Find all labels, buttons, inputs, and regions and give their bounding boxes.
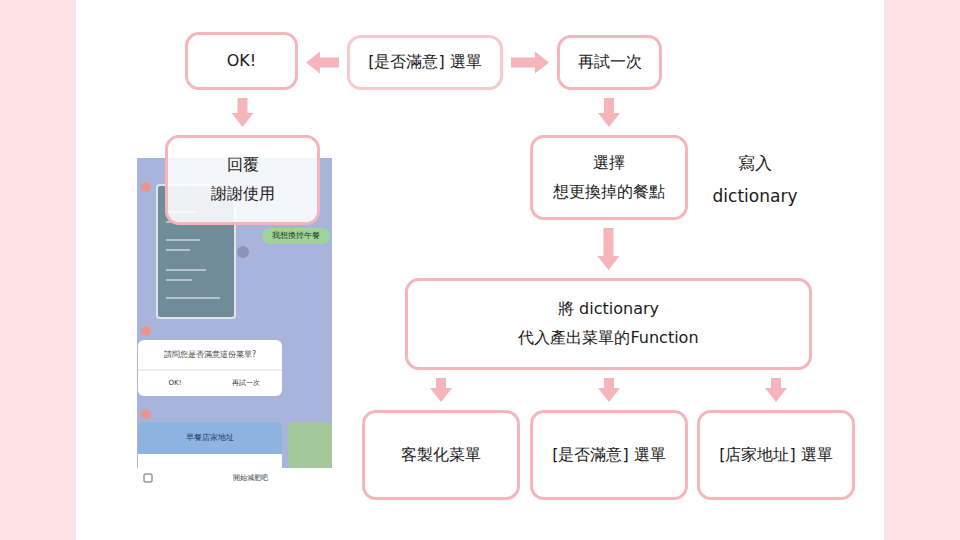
note-text: 寫入 [738, 154, 772, 174]
reply-box: 回覆謝謝使用 [165, 135, 320, 225]
box-text: [是否滿意] 選單 [552, 445, 666, 466]
dialog-divider [138, 370, 282, 371]
address-card [138, 422, 282, 456]
arrow-connector [306, 52, 339, 74]
box-text: 謝謝使用 [211, 184, 275, 205]
address-choice-box: [店家地址] 選單 [697, 410, 855, 500]
function-box: 將 dictionary 代入產出菜單的Function [405, 278, 812, 370]
keyboard-icon [144, 474, 152, 482]
bottom-bar [137, 468, 332, 488]
address-card-footer [138, 454, 282, 468]
card-title: 早餐店家地址 [186, 433, 234, 442]
menu-choice-box: [是否滿意] 選單 [530, 410, 688, 500]
avatar-dot [141, 182, 151, 192]
box-text: 將 dictionary [558, 299, 659, 320]
menu-choice-box: [是否滿意] 選單 [347, 35, 503, 90]
next-card [288, 422, 332, 468]
box-text: 代入產出菜單的Function [518, 328, 698, 349]
avatar-dot [141, 409, 151, 419]
share-icon [237, 246, 249, 258]
ok-box: OK! [185, 32, 298, 90]
dialog-button: OK! [169, 379, 182, 387]
arrow-connector [598, 378, 620, 402]
box-text: 再試一次 [578, 52, 642, 73]
arrow-connector [430, 378, 452, 402]
dialog-question: 請問您是否滿意這份菜單? [164, 350, 256, 359]
retry-box: 再試一次 [557, 35, 662, 90]
avatar-dot [141, 326, 151, 336]
note-text: dictionary [713, 187, 798, 207]
menu-box: 客製化菜單 [362, 410, 520, 500]
box-text: OK! [227, 51, 257, 72]
dialog-card [138, 340, 282, 396]
chat-bubble [262, 228, 330, 244]
select-box: 選擇想更換掉的餐點 [530, 135, 688, 220]
dialog-button: 再試一次 [232, 379, 260, 387]
box-text: 選擇 [593, 153, 625, 174]
box-text: 客製化菜單 [401, 445, 481, 466]
box-text: [店家地址] 選單 [719, 445, 833, 466]
arrow-connector [598, 228, 620, 270]
box-text: [是否滿意] 選單 [368, 52, 482, 73]
arrow-connector [765, 378, 787, 402]
box-text: 想更換掉的餐點 [553, 182, 665, 203]
arrow-connector [511, 52, 549, 74]
menu-bar-text: 開始減肥吧 [233, 474, 268, 482]
arrow-connector [232, 98, 254, 127]
box-text: 回覆 [227, 155, 259, 176]
arrow-connector [598, 98, 620, 127]
chat-bubble-text: 我想換掉午餐 [272, 231, 320, 240]
